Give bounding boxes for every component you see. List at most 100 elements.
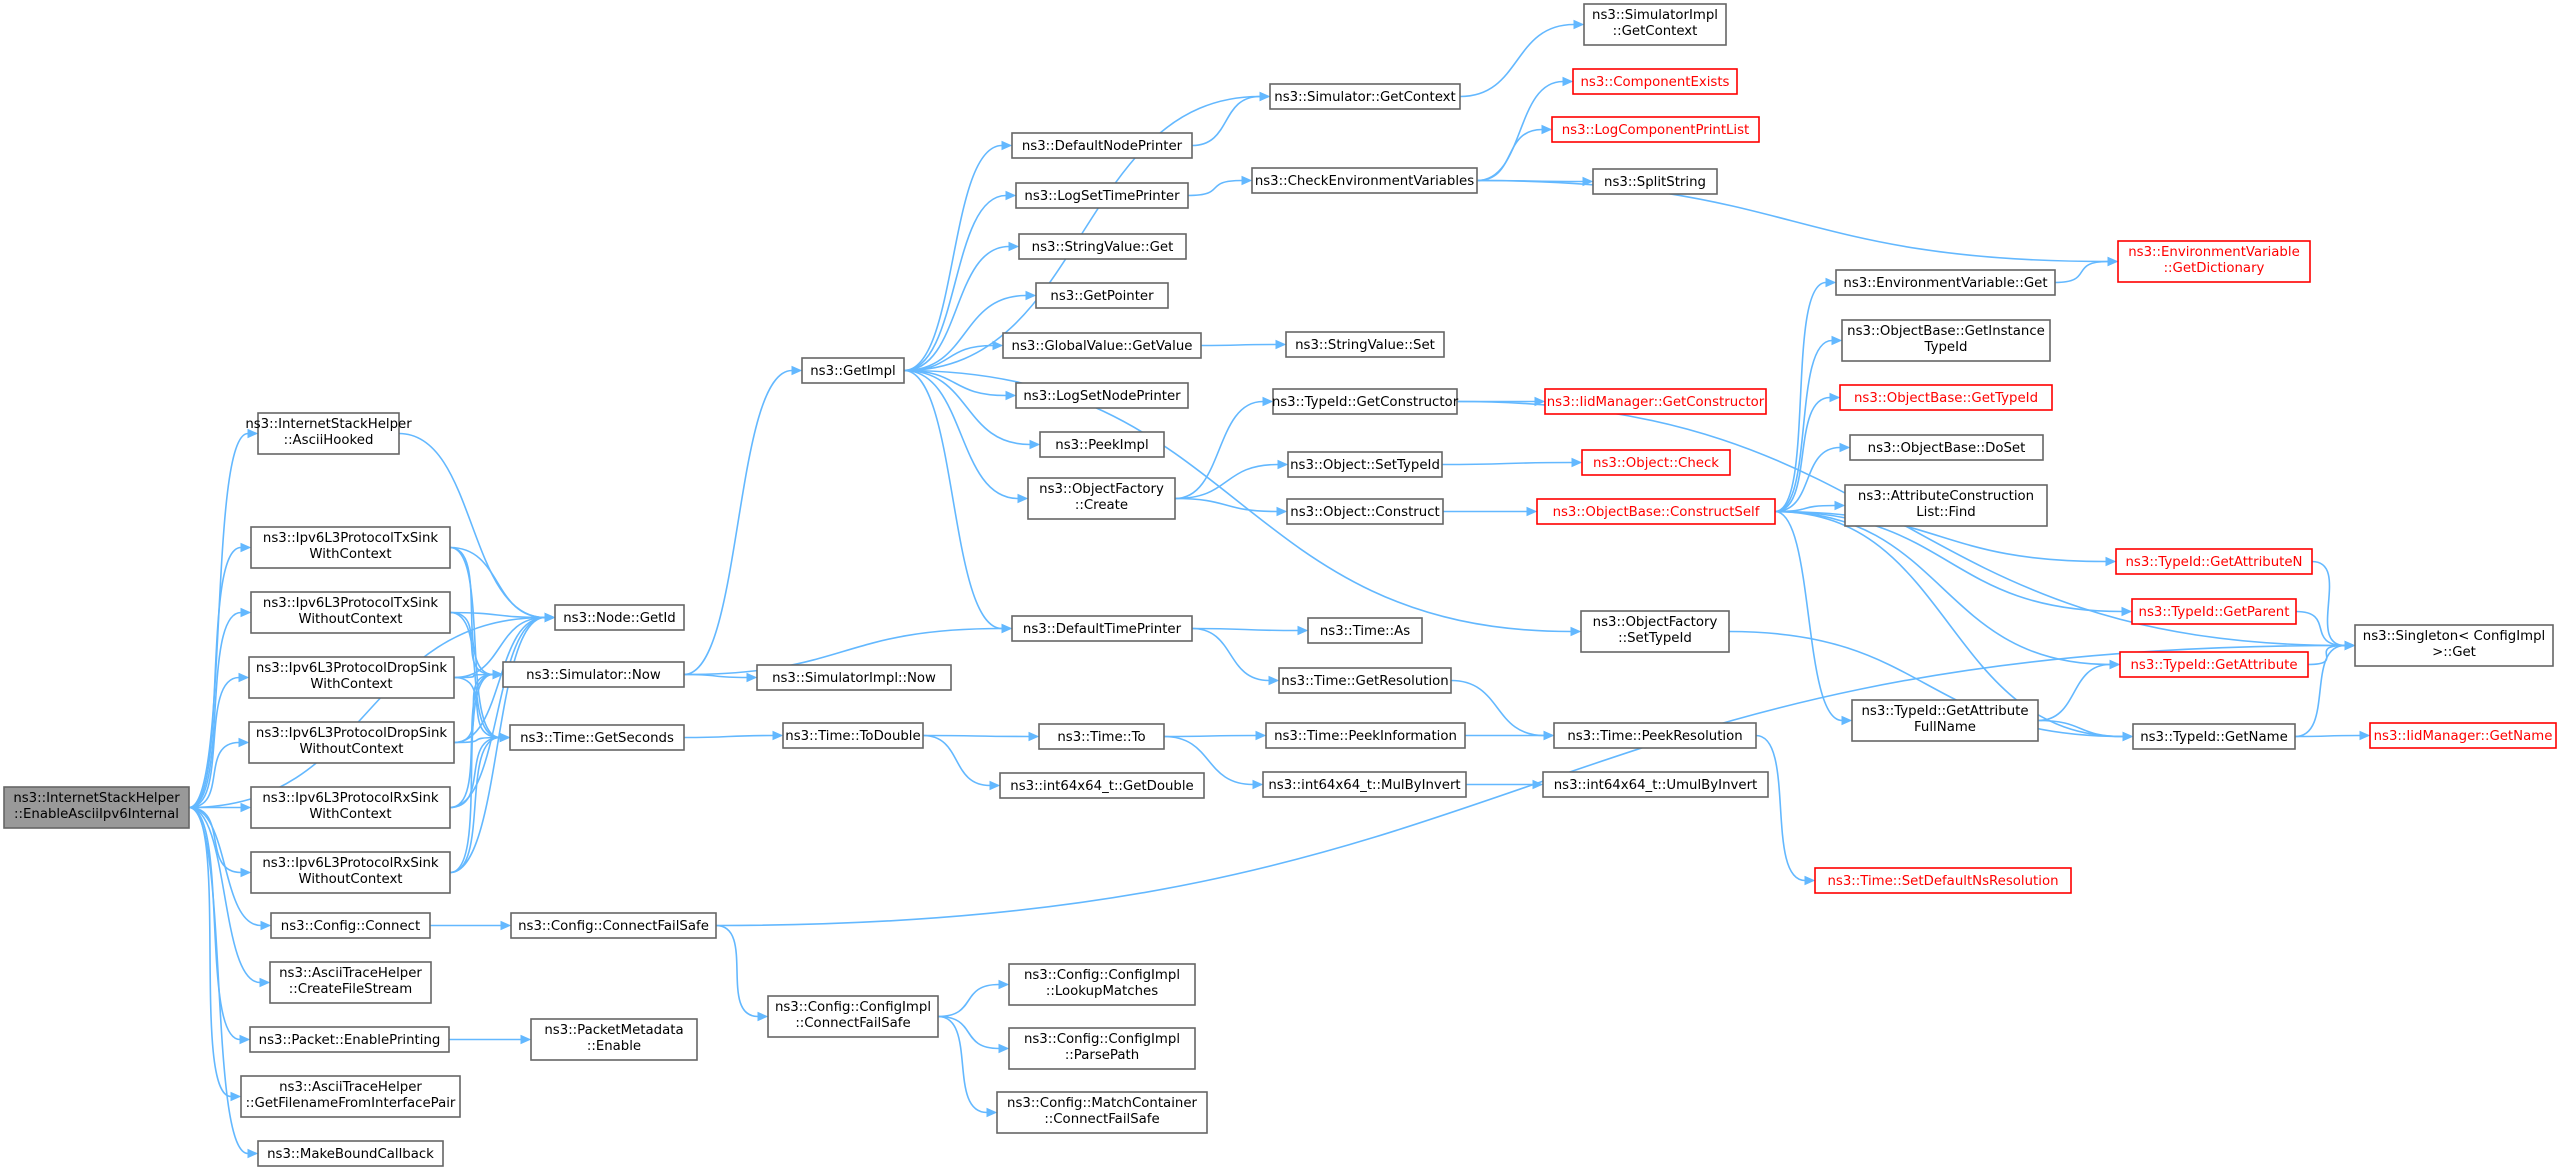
node-defaultnodeprinter[interactable]: ns3::DefaultNodePrinter: [1011, 132, 1193, 159]
node-typeidgetparent[interactable]: ns3::TypeId::GetParent: [2131, 598, 2297, 625]
node-label: ns3::Time::GetSeconds: [520, 731, 674, 746]
node-label: ns3::AsciiTraceHelper: [279, 1080, 422, 1095]
call-edge-root-to-getfilename: [188, 806, 242, 1102]
node-connectfailsafe[interactable]: ns3::Config::ConnectFailSafe: [510, 912, 717, 939]
node-label: ns3::GetImpl: [810, 364, 895, 379]
node-logsetnodeprinter[interactable]: ns3::LogSetNodePrinter: [1015, 382, 1189, 409]
node-label: ns3::Config::MatchContainer: [1007, 1096, 1197, 1111]
node-box: [257, 412, 400, 455]
node-todouble[interactable]: ns3::Time::ToDouble: [782, 722, 924, 749]
node-objectfactorycreate[interactable]: ns3::ObjectFactory::Create: [1027, 477, 1176, 520]
node-objbasedoset[interactable]: ns3::ObjectBase::DoSet: [1849, 434, 2044, 461]
node-objectcheck[interactable]: ns3::Object::Check: [1581, 449, 1731, 476]
node-typeidgetname[interactable]: ns3::TypeId::GetName: [2132, 723, 2296, 750]
node-envvargetdict[interactable]: ns3::EnvironmentVariable::GetDictionary: [2117, 240, 2311, 283]
node-objfactorysettypeid[interactable]: ns3::ObjectFactory::SetTypeId: [1580, 610, 1730, 653]
node-label: WithoutContext: [298, 872, 402, 887]
node-getimpl[interactable]: ns3::GetImpl: [801, 357, 905, 384]
node-timepeekinformation[interactable]: ns3::Time::PeekInformation: [1265, 722, 1466, 749]
node-int64umulbyinvert[interactable]: ns3::int64x64_t::UmulByInvert: [1542, 771, 1769, 798]
node-typeidgetconstructor[interactable]: ns3::TypeId::GetConstructor: [1272, 388, 1459, 415]
node-box: [1011, 615, 1193, 642]
node-label: ns3::ComponentExists: [1580, 75, 1729, 90]
call-edge-timegetseconds-to-todouble: [683, 730, 784, 741]
node-box: [1272, 388, 1458, 415]
node-stringvalueget[interactable]: ns3::StringValue::Get: [1018, 233, 1187, 260]
node-peekimpl[interactable]: ns3::PeekImpl: [1039, 431, 1165, 458]
call-edge-typeidgetname-to-iidgetname: [2294, 730, 2371, 741]
node-globalvaluegetvalue[interactable]: ns3::GlobalValue::GetValue: [1002, 332, 1202, 359]
node-box: [2117, 240, 2311, 283]
node-configimplcfs[interactable]: ns3::Config::ConfigImpl::ConnectFailSafe: [767, 995, 939, 1038]
node-iidgetconstructor[interactable]: ns3::IidManager::GetConstructor: [1544, 388, 1767, 415]
call-edge-getimpl-to-objectfactorycreate: [903, 369, 1029, 504]
node-constructself[interactable]: ns3::ObjectBase::ConstructSelf: [1536, 498, 1776, 525]
node-simimplnow[interactable]: ns3::SimulatorImpl::Now: [756, 664, 952, 691]
call-edge-root-to-makeboundcallback: [188, 806, 259, 1159]
node-getfilename[interactable]: ns3::AsciiTraceHelper::GetFilenameFromIn…: [240, 1075, 461, 1118]
node-int64mulbyinvert[interactable]: ns3::int64x64_t::MulByInvert: [1262, 771, 1467, 798]
node-label: ns3::Object::Check: [1593, 456, 1719, 471]
node-typeidgetattributen[interactable]: ns3::TypeId::GetAttributeN: [2115, 548, 2313, 575]
node-setdefaultnsres[interactable]: ns3::Time::SetDefaultNsResolution: [1814, 867, 2072, 894]
node-splitstring[interactable]: ns3::SplitString: [1592, 168, 1718, 195]
node-componentexists[interactable]: ns3::ComponentExists: [1572, 68, 1738, 95]
node-enableprinting[interactable]: ns3::Packet::EnablePrinting: [249, 1026, 450, 1053]
call-edge-constructself-to-objbasedoset: [1774, 442, 1851, 513]
node-singletonget[interactable]: ns3::Singleton< ConfigImpl>::Get: [2354, 624, 2554, 667]
node-root[interactable]: ns3::InternetStackHelper::EnableAsciiIpv…: [3, 786, 190, 829]
node-getpointer[interactable]: ns3::GetPointer: [1035, 282, 1169, 309]
call-edge-getimpl-to-defaultnodeprinter: [903, 140, 1013, 372]
node-createfilestream[interactable]: ns3::AsciiTraceHelper::CreateFileStream: [269, 961, 432, 1004]
node-box: [2131, 598, 2297, 625]
node-int64getdouble[interactable]: ns3::int64x64_t::GetDouble: [999, 772, 1205, 799]
node-timegetresolution[interactable]: ns3::Time::GetResolution: [1278, 667, 1452, 694]
node-defaulttimeprinter[interactable]: ns3::DefaultTimePrinter: [1011, 615, 1193, 642]
node-envvarget[interactable]: ns3::EnvironmentVariable::Get: [1835, 269, 2056, 296]
node-logsettimeprinter[interactable]: ns3::LogSetTimePrinter: [1015, 182, 1189, 209]
node-dropwoc[interactable]: ns3::Ipv6L3ProtocolDropSinkWithoutContex…: [248, 721, 455, 764]
node-packetmetaenable[interactable]: ns3::PacketMetadata::Enable: [530, 1018, 698, 1061]
node-box: [782, 722, 924, 749]
node-timeas[interactable]: ns3::Time::As: [1307, 617, 1423, 644]
node-box: [999, 772, 1205, 799]
node-timepeekresolution[interactable]: ns3::Time::PeekResolution: [1553, 722, 1757, 749]
call-edge-configimplcfs-to-parsepath: [937, 1015, 1010, 1054]
node-objectsettypeid[interactable]: ns3::Object::SetTypeId: [1287, 451, 1443, 478]
node-matchcontainercfs[interactable]: ns3::Config::MatchContainer::ConnectFail…: [996, 1091, 1208, 1134]
node-parsepath[interactable]: ns3::Config::ConfigImpl::ParsePath: [1008, 1027, 1196, 1070]
node-objbasegettypeid[interactable]: ns3::ObjectBase::GetTypeId: [1839, 384, 2053, 411]
node-configconnect[interactable]: ns3::Config::Connect: [270, 912, 431, 939]
node-logcomponentprintlist[interactable]: ns3::LogComponentPrintList: [1551, 116, 1760, 143]
call-edge-rxwoc-to-nodegetid: [449, 612, 556, 874]
node-makeboundcallback[interactable]: ns3::MakeBoundCallback: [257, 1140, 444, 1167]
node-simgetcontext[interactable]: ns3::Simulator::GetContext: [1269, 83, 1461, 110]
node-iidgetname[interactable]: ns3::IidManager::GetName: [2369, 722, 2557, 749]
call-edge-simnow-to-getimpl: [683, 365, 803, 676]
node-timegetseconds[interactable]: ns3::Time::GetSeconds: [509, 724, 685, 751]
node-timeto[interactable]: ns3::Time::To: [1038, 723, 1165, 750]
node-objectconstruct[interactable]: ns3::Object::Construct: [1286, 498, 1444, 525]
node-simimplgetcontext[interactable]: ns3::SimulatorImpl::GetContext: [1583, 3, 1727, 46]
node-label: ::LookupMatches: [1046, 984, 1158, 999]
node-simnow[interactable]: ns3::Simulator::Now: [502, 661, 685, 688]
node-box: [1039, 431, 1165, 458]
node-checkenvvars[interactable]: ns3::CheckEnvironmentVariables: [1251, 167, 1478, 194]
node-box: [250, 591, 451, 634]
node-stringvalueset[interactable]: ns3::StringValue::Set: [1285, 331, 1445, 358]
node-nodegetid[interactable]: ns3::Node::GetId: [554, 604, 685, 631]
node-label: ns3::LogComponentPrintList: [1562, 123, 1750, 138]
node-asciihooked[interactable]: ns3::InternetStackHelper::AsciiHooked: [245, 412, 412, 455]
node-typeidgetattribute[interactable]: ns3::TypeId::GetAttribute: [2119, 651, 2309, 678]
node-label: WithoutContext: [299, 742, 403, 757]
node-lookupmatches[interactable]: ns3::Config::ConfigImpl::LookupMatches: [1008, 963, 1196, 1006]
